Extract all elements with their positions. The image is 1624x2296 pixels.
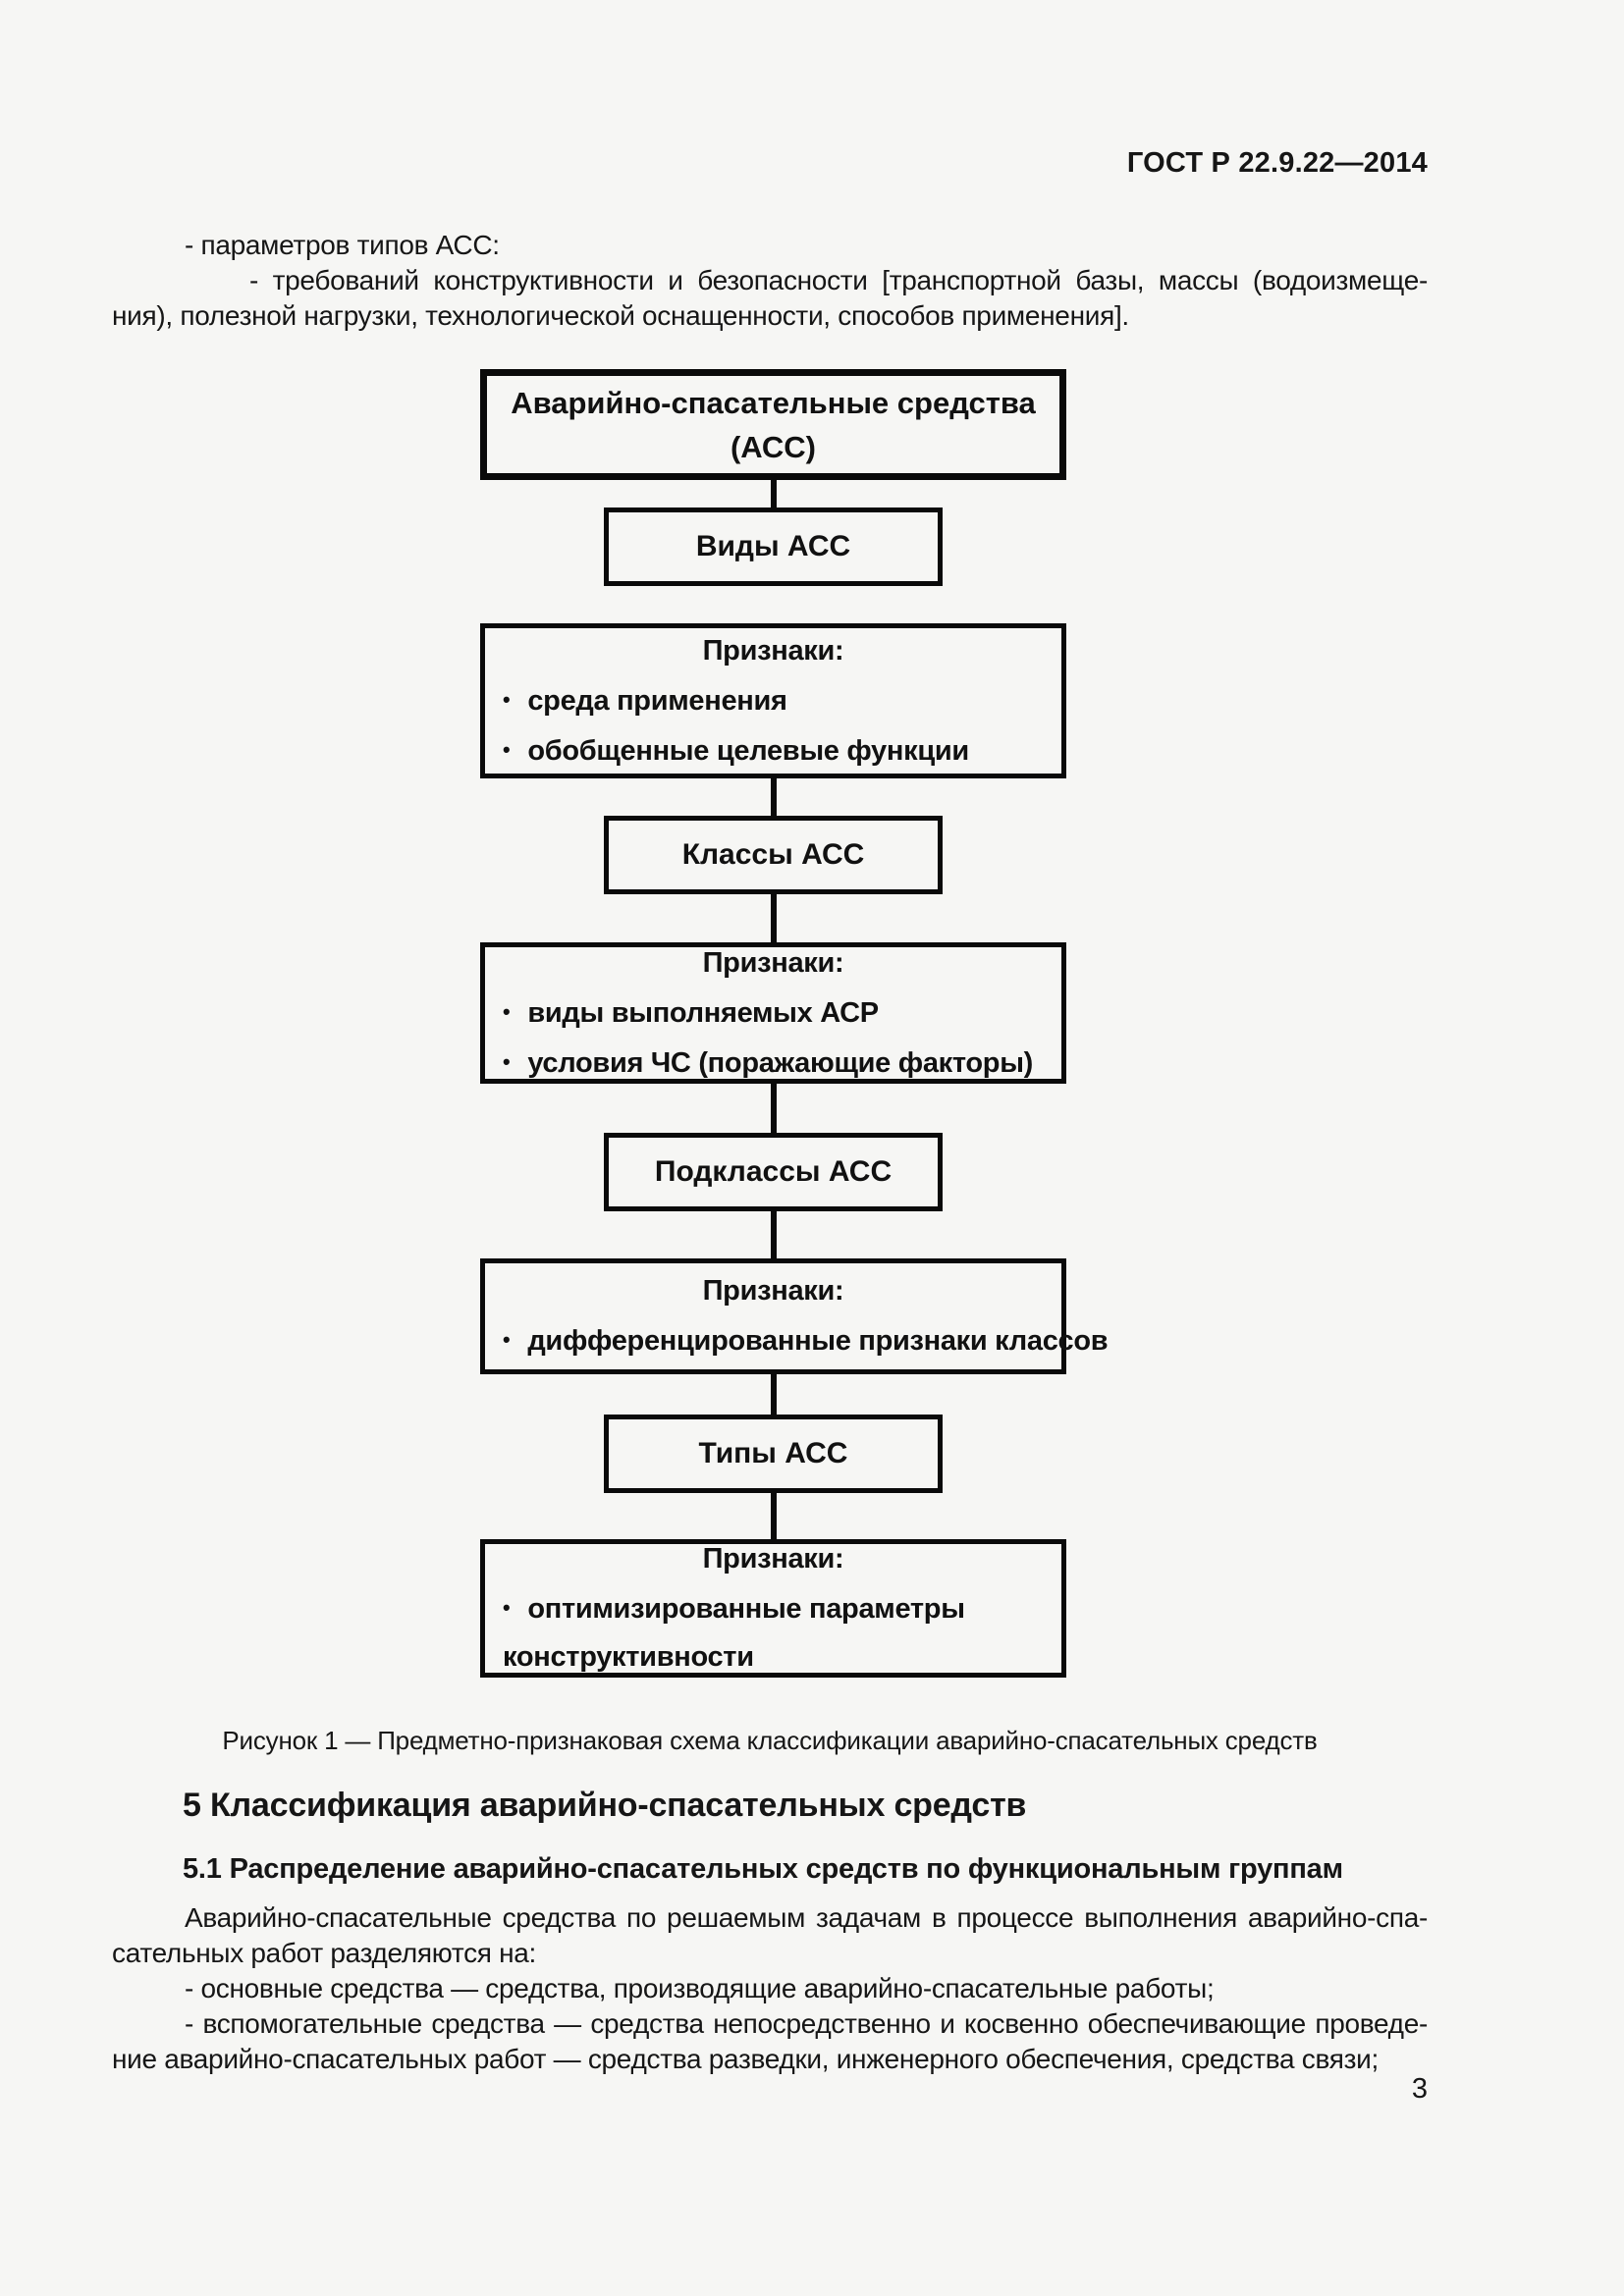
criteria-title: Признаки: xyxy=(702,1543,844,1575)
body-paragraph-3-line-2: ние аварийно-спасательных работ — средст… xyxy=(112,2044,1379,2074)
figure-caption: Рисунок 1 — Предметно-признаковая схема … xyxy=(222,1726,1318,1755)
node-podklassy-acc: Подклассы АСС xyxy=(604,1133,943,1211)
section-body-text: Аварийно-спасательные средства по решаем… xyxy=(112,1900,1428,2077)
connector-line xyxy=(770,1374,777,1415)
intro-paragraph-1: - параметров типов АСС: xyxy=(185,230,500,260)
node-priznaki-podklassy: Признаки: дифференцированные признаки кл… xyxy=(480,1258,1109,1374)
connector-line xyxy=(770,480,777,507)
body-paragraph-2: - основные средства — средства, производ… xyxy=(185,1973,1215,2003)
criteria-title: Признаки: xyxy=(702,634,844,667)
node-acc-root: Аварийно-спасательные средства (АСС) xyxy=(480,369,1066,480)
criteria-title: Признаки: xyxy=(702,1275,844,1307)
connector-line xyxy=(770,1493,777,1539)
subsection-heading: 5.1 Распределение аварийно-спасательных … xyxy=(183,1853,1343,1885)
connector-line xyxy=(770,1084,777,1133)
node-acc-root-line-2: (АСС) xyxy=(730,429,817,464)
node-gap xyxy=(771,586,777,623)
criteria-bullet: обобщенные целевые функции xyxy=(503,725,1054,775)
body-paragraph-1-line-2: сательных работ разделяются на: xyxy=(112,1938,537,1968)
page-number: 3 xyxy=(1411,2073,1428,2105)
connector-line xyxy=(770,1211,777,1258)
gost-number-header: ГОСТ Р 22.9.22—2014 xyxy=(1126,147,1428,179)
intro-paragraph-2-line-1: - требований конструктивности и безопасн… xyxy=(249,265,1428,295)
body-paragraph-1-line-1: Аварийно-спасательные средства по решаем… xyxy=(185,1902,1428,1933)
node-vidy-acc: Виды АСС xyxy=(604,507,943,586)
node-tipy-acc: Типы АСС xyxy=(604,1415,943,1493)
intro-paragraph-2-line-2: ния), полезной нагрузки, технологической… xyxy=(112,300,1129,331)
node-priznaki-klassy: Признаки: виды выполняемых АСР условия Ч… xyxy=(480,942,1066,1084)
criteria-bullet: среда применения xyxy=(503,675,1054,725)
criteria-bullet: условия ЧС (поражающие факторы) xyxy=(503,1038,1054,1088)
node-acc-root-line-1: Аварийно-спасательные средства xyxy=(511,385,1036,420)
criteria-bullet: дифференцированные признаки классов xyxy=(503,1315,1108,1365)
node-priznaki-tipy: Признаки: оптимизированные параметры кон… xyxy=(480,1539,1066,1678)
criteria-bullet: виды выполняемых АСР xyxy=(503,988,1054,1038)
classification-flowchart: Аварийно-спасательные средства (АСС) Вид… xyxy=(480,369,1109,1678)
node-priznaki-vidy: Признаки: среда применения обобщенные це… xyxy=(480,623,1066,778)
body-paragraph-3-line-1: - вспомогательные средства — средства не… xyxy=(185,2008,1428,2039)
node-klassy-acc: Классы АСС xyxy=(604,816,943,894)
connector-line xyxy=(770,778,777,816)
intro-text: - параметров типов АСС: - требований кон… xyxy=(112,228,1428,334)
criteria-bullet: оптимизированные параметры конструктивно… xyxy=(503,1583,1054,1682)
section-heading: 5 Классификация аварийно-спасательных ср… xyxy=(183,1787,1027,1824)
connector-line xyxy=(770,894,777,942)
criteria-title: Признаки: xyxy=(702,946,844,979)
